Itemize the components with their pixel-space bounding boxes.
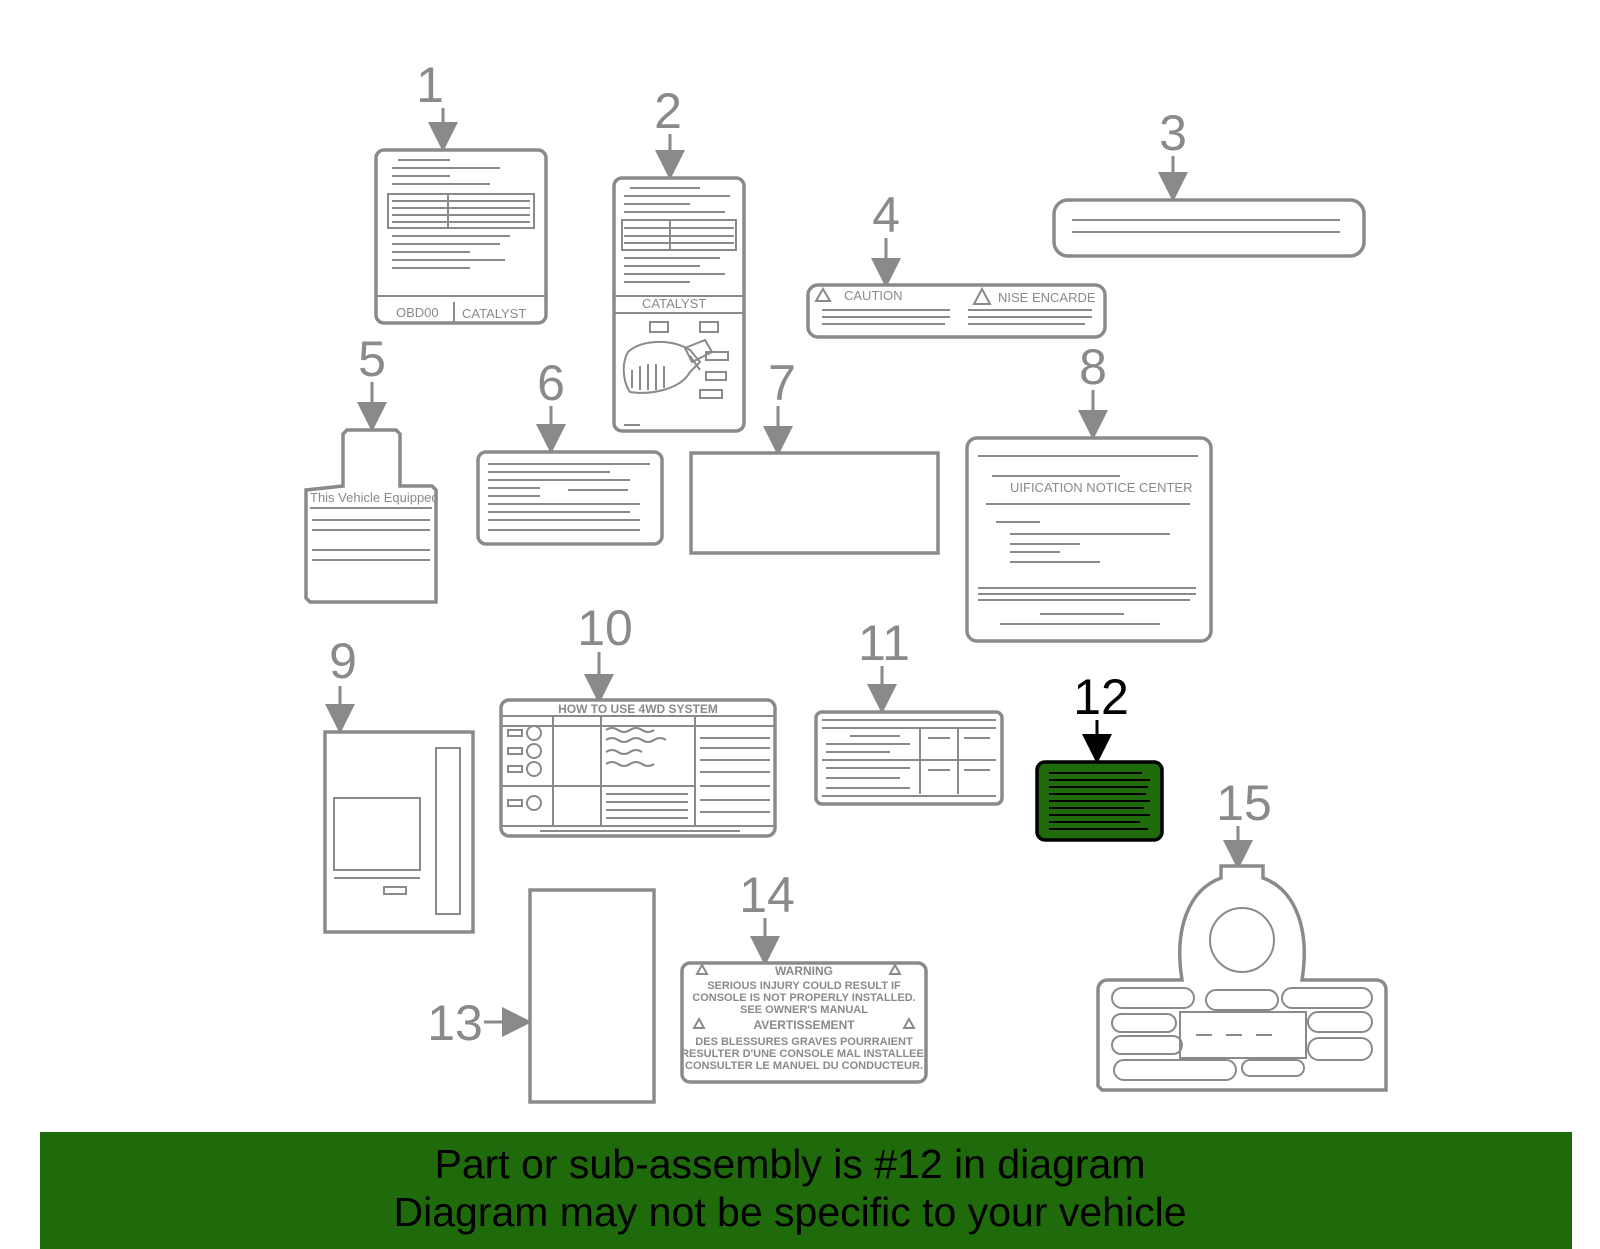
label-8: [965, 436, 1213, 643]
callout-12: 12: [1073, 669, 1129, 725]
label-15: [1096, 864, 1388, 1092]
part-14[interactable]: 14 WARNING SERIOUS INJURY COULD RESULT I…: [680, 867, 928, 1084]
label-9: [323, 730, 475, 934]
label-11: [814, 710, 1004, 806]
part-2[interactable]: 2 CATALYST: [612, 83, 746, 433]
p14-w1: SERIOUS INJURY COULD RESULT IF: [707, 980, 901, 992]
part-13[interactable]: 13: [427, 888, 656, 1104]
part-12[interactable]: 12: [1035, 669, 1164, 842]
emission-label-2: [612, 176, 746, 433]
p10-title: HOW TO USE 4WD SYSTEM: [558, 702, 718, 716]
p5-line: This Vehicle Equipped: [310, 490, 439, 505]
callout-4: 4: [872, 187, 900, 243]
callout-10: 10: [577, 600, 633, 656]
callout-7: 7: [768, 355, 796, 411]
p1-code: OBD00: [396, 305, 439, 320]
callout-6: 6: [537, 355, 565, 411]
label-13: [528, 888, 656, 1104]
p14-avert: AVERTISSEMENT: [753, 1018, 855, 1032]
part-5[interactable]: 5 This Vehicle Equipped: [304, 331, 439, 604]
callout-8: 8: [1079, 339, 1107, 395]
callout-5: 5: [358, 331, 386, 387]
label-5: [304, 428, 438, 604]
callout-13: 13: [427, 995, 483, 1051]
part-9[interactable]: 9: [323, 633, 475, 934]
p14-w2: CONSOLE IS NOT PROPERLY INSTALLED.: [692, 992, 916, 1004]
4wd-label-10: [499, 698, 777, 838]
p4-attention: NISE ENCARDE: [998, 290, 1096, 305]
part-8[interactable]: 8 UIFICATION NOTICE CENTER: [965, 339, 1213, 643]
p14-w3: SEE OWNER'S MANUAL: [740, 1004, 868, 1016]
part-10[interactable]: 10 HOW TO USE 4WD SYSTEM: [499, 600, 777, 838]
p2-catalyst: CATALYST: [642, 296, 706, 311]
callout-3: 3: [1159, 105, 1187, 161]
callout-1: 1: [416, 57, 444, 113]
part-6[interactable]: 6: [476, 355, 664, 546]
banner-line-2: Diagram may not be specific to your vehi…: [393, 1189, 1187, 1235]
p4-caution: CAUTION: [844, 288, 903, 303]
p14-a3: CONSULTER LE MANUEL DU CONDUCTEUR.: [685, 1060, 923, 1072]
label-3: [1052, 198, 1366, 258]
callout-15: 15: [1216, 775, 1272, 831]
info-banner: Part or sub-assembly is #12 in diagram D…: [40, 1132, 1572, 1249]
p14-warning: WARNING: [775, 964, 833, 978]
p8-line1: UIFICATION NOTICE CENTER: [1010, 480, 1192, 495]
p14-a2: RESULTER D'UNE CONSOLE MAL INSTALLEE.: [681, 1048, 927, 1060]
label-7: [689, 451, 940, 555]
callout-9: 9: [329, 633, 357, 689]
part-1[interactable]: 1 OBD00 CATALYST: [374, 57, 548, 325]
warning-label-14: [680, 961, 928, 1084]
part-15[interactable]: 15: [1096, 775, 1388, 1092]
callout-11: 11: [858, 615, 910, 671]
p1-catalyst: CATALYST: [462, 306, 526, 321]
part-7[interactable]: 7: [689, 355, 940, 555]
part-4[interactable]: 4 CAUTION NISE ENCARDE: [806, 187, 1107, 339]
p14-a1: DES BLESSURES GRAVES POURRAIENT: [695, 1036, 913, 1048]
callout-14: 14: [739, 867, 795, 923]
part-11[interactable]: 11: [814, 615, 1004, 806]
banner-line-1: Part or sub-assembly is #12 in diagram: [434, 1141, 1146, 1187]
part-3[interactable]: 3: [1052, 105, 1366, 258]
callout-2: 2: [654, 83, 682, 139]
